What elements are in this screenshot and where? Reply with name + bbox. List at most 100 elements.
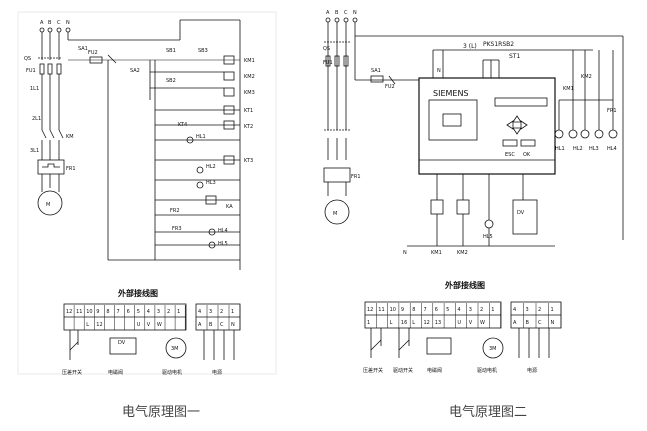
fr1-label-2: FR1: [351, 174, 361, 180]
p2-term-top-6: 6: [435, 307, 438, 313]
p2-term-bottom-10: W: [480, 320, 485, 326]
p2-power-top-1: 3: [526, 307, 529, 313]
p2-term-top-3: 9: [401, 307, 404, 313]
p1-term-top-7: 5: [137, 309, 140, 315]
power-supply-label: 电源: [212, 369, 222, 376]
p1-term-bottom-9: W: [157, 322, 162, 328]
schematic-one-svg: A B C N QS FU1 1L1 2L1 KM 3L1 FR1 M SA1 …: [17, 11, 277, 376]
p1-term-top-10: 2: [167, 309, 170, 315]
drive-motor-label: 驱动电机: [162, 369, 182, 376]
km1-label: KM1: [244, 58, 255, 64]
km1-label-2: KM1: [563, 86, 574, 92]
hl5-label-2: HL5: [483, 234, 493, 240]
p2-term-top-1: 11: [378, 307, 384, 313]
hl1-label-2: HL1: [555, 146, 565, 152]
p1-power-bottom-1: B: [209, 322, 213, 328]
solenoid-valve-label-2: 电磁阀: [427, 367, 442, 374]
fr3-label: FR3: [172, 226, 182, 232]
hl5-label: HL5: [218, 241, 228, 247]
kt3-label: KT3: [244, 158, 253, 164]
p2-term-bottom-2: L: [390, 320, 393, 326]
caption-diagram-one: 电气原理图一: [121, 405, 200, 420]
p2-power-bottom-3: N: [551, 320, 555, 326]
pressure-switch-label: 压差开关: [62, 369, 82, 376]
esc-label: ESC: [505, 152, 515, 158]
pressure-switch-label-2: 压差开关: [363, 367, 383, 374]
dv-label-2: DV: [517, 210, 525, 216]
p1-power-top-2: 2: [220, 309, 223, 315]
km3-label: KM3: [244, 90, 255, 96]
kt2-label: KT2: [244, 124, 253, 130]
caption-diagram-two: 电气原理图二: [448, 405, 527, 420]
motor-3m-label: 3M: [171, 346, 179, 352]
p2-term-top-10: 2: [480, 307, 483, 313]
phase-b-label: B: [48, 20, 52, 26]
kt4-label: KT4: [178, 122, 187, 128]
p1-power-bottom-2: C: [220, 322, 224, 328]
ok-label: OK: [523, 152, 531, 158]
hl4-label-2: HL4: [607, 146, 617, 152]
p1-power-top-3: 1: [231, 309, 234, 315]
km2-label-2: KM2: [581, 74, 592, 80]
p2-term-top-5: 7: [424, 307, 427, 313]
p2-term-bottom-8: U: [457, 320, 461, 326]
u3-label: 3L1: [30, 148, 39, 154]
phase-c-label: C: [57, 20, 61, 26]
qs-label-2: QS: [323, 46, 330, 52]
qs-label: QS: [24, 56, 31, 62]
hl2-label-2: HL2: [573, 146, 583, 152]
c1-label: 1L1: [30, 86, 39, 92]
p1-term-top-5: 7: [117, 309, 120, 315]
p2-power-top-0: 4: [513, 307, 516, 313]
km2-label: KM2: [244, 74, 255, 80]
fr2-label: FR2: [170, 208, 180, 214]
phase-n-label: N: [66, 20, 70, 26]
km-label: KM: [66, 134, 74, 140]
p2-power-bottom-2: C: [538, 320, 542, 326]
hl3-label-2: HL3: [589, 146, 599, 152]
p2-power-top-3: 1: [551, 307, 554, 313]
p2-power-bottom-1: B: [526, 320, 530, 326]
phase-c-label-2: C: [344, 10, 348, 16]
sa1-label-2: SA1: [371, 68, 381, 74]
p1-power-bottom-0: A: [198, 322, 202, 328]
solenoid-valve-label: 电磁阀: [108, 369, 123, 376]
p2-term-bottom-0: 1: [367, 320, 370, 326]
p2-power-bottom-0: A: [513, 320, 517, 326]
p2-term-top-7: 5: [446, 307, 449, 313]
hl2-label: HL2: [206, 164, 216, 170]
p2-term-top-0: 12: [367, 307, 373, 313]
fu2-label-2: FU2: [385, 84, 395, 90]
hl1-label: HL1: [196, 134, 206, 140]
p2-term-top-11: 1: [491, 307, 494, 313]
fu2-label: FU2: [88, 50, 98, 56]
p1-term-top-0: 12: [66, 309, 72, 315]
p2-term-top-8: 4: [457, 307, 460, 313]
p1-term-top-9: 3: [157, 309, 160, 315]
sa1-label: SA1: [78, 46, 88, 52]
motor-label: M: [46, 202, 50, 208]
hl4-label: HL4: [218, 228, 228, 234]
plc-n-label: N: [437, 68, 441, 74]
drive-motor-label-2: 驱动电机: [477, 367, 497, 374]
schematic-two-svg: A B C N 3 (L) PKS1RSB2 ST1 SIEMENS ESC O…: [323, 10, 624, 374]
motor-3m-label-2: 3M: [489, 346, 497, 352]
km1-bottom-label: KM1: [431, 250, 442, 256]
p2-term-bottom-5: 12: [424, 320, 430, 326]
p1-term-top-6: 6: [127, 309, 130, 315]
sa2-label: SA2: [130, 68, 140, 74]
hl3-label: HL3: [206, 180, 216, 186]
ka-label: KA: [226, 204, 233, 210]
sb3-label: SB3: [198, 48, 208, 54]
l1-label: 2L1: [32, 116, 41, 122]
p1-term-bottom-7: U: [137, 322, 141, 328]
p1-term-top-3: 9: [96, 309, 99, 315]
p1-power-top-1: 3: [209, 309, 212, 315]
p1-term-bottom-3: 12: [96, 322, 102, 328]
external-wiring-title-two: 外部接线图: [445, 280, 485, 290]
fu1-label-2: FU1: [323, 60, 333, 66]
fr-label-2: FR1: [607, 108, 617, 114]
p1-term-top-2: 10: [86, 309, 92, 315]
brand-label: SIEMENS: [433, 89, 469, 98]
